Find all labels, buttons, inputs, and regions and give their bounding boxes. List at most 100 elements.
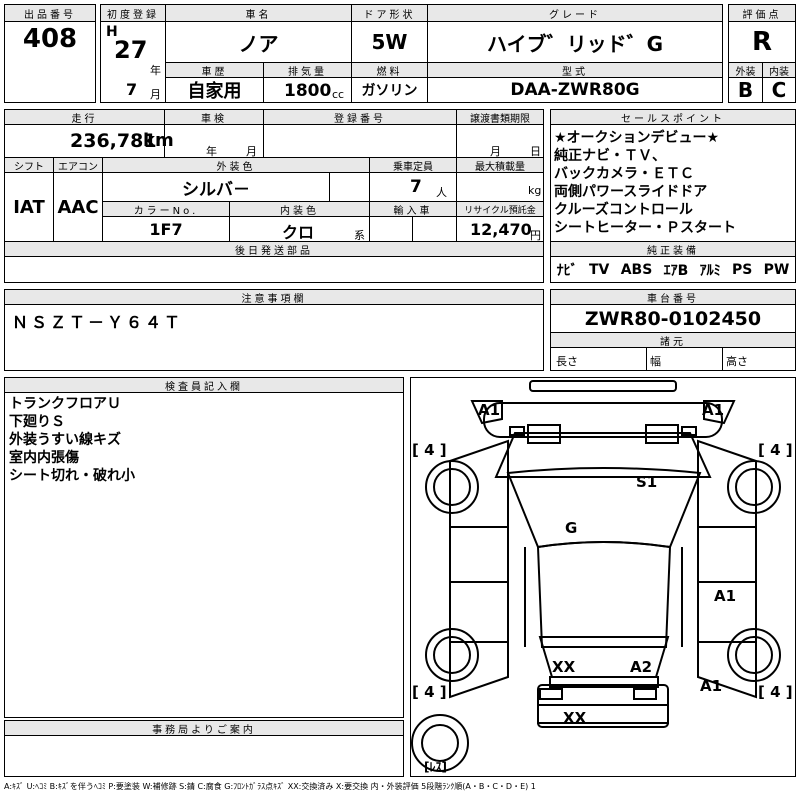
lot-number: 408 [22, 24, 78, 54]
equipment-box: ﾅﾋﾞ TV ABS ｴｱB ｱﾙﾐ PS PW [550, 256, 796, 283]
inspector-label: 検査員記入欄 [4, 377, 404, 393]
reg-year: 27 [114, 36, 148, 64]
damage-mark: S1 [636, 473, 657, 491]
legend: A:ｷｽﾞ U:ﾍｺﾐ B:ｷｽﾞを伴うﾍｺﾐ P:要塗装 W:補修跡 S:錆 … [4, 782, 536, 791]
sales-point-line: クルーズコントロール [554, 202, 693, 218]
height-cell [722, 347, 796, 371]
import-label: 輸入車 [369, 201, 457, 217]
month-unit: 月 [150, 88, 161, 101]
history-label: 車歴 [165, 62, 264, 78]
cc-unit: cc [332, 88, 345, 101]
load-label: 最大積載量 [456, 157, 544, 173]
history: 自家用 [165, 77, 264, 103]
int-grade: C [762, 77, 796, 103]
car-diagram-box [410, 377, 796, 777]
fuel-label: 燃料 [351, 62, 428, 78]
lot-label: 出品番号 [4, 4, 96, 22]
person-unit: 人 [436, 186, 447, 199]
spare-tire [411, 714, 469, 772]
tire-tread-fr: [ 4 ] [758, 441, 793, 459]
inspector-line: シート切れ・破れ小 [9, 468, 135, 484]
tire-tread-fl: [ 4 ] [412, 441, 447, 459]
door-label: ドア形状 [351, 4, 428, 22]
yen-unit: 円 [530, 229, 541, 242]
rear-bumper [537, 704, 669, 724]
import-cell-b [412, 216, 457, 242]
damage-mark: A1 [700, 677, 722, 695]
equipment-item: ｱﾙﾐ [699, 262, 721, 279]
int-color-label: 内装色 [229, 201, 370, 217]
score-label: 評価点 [728, 4, 796, 22]
sales-points-label: セールスポイント [550, 109, 796, 125]
tire-tread-rl: [ 4 ] [412, 683, 447, 701]
inspector-line: 下廻りＳ [9, 414, 65, 430]
sales-point-line: シートヒーター・Ｐスタート [554, 220, 736, 236]
inspector-line: トランクフロアＵ [9, 396, 121, 412]
equipment-item: PS [731, 261, 753, 278]
score: R [728, 21, 796, 63]
office-box [4, 735, 404, 777]
door-type: 5W [351, 21, 428, 63]
fuel: ガソリン [351, 77, 428, 103]
capacity-label: 乗車定員 [369, 157, 457, 173]
sales-point-line: バックカメラ・ＥＴＣ [554, 166, 694, 182]
later-label: 後日発送部品 [4, 241, 544, 257]
headlight-left [527, 424, 561, 444]
width-label: 幅 [650, 355, 661, 368]
transfer-month-unit: 月 [490, 145, 501, 158]
caution-text: ＮＳＺＴ－Ｙ６４Ｔ [12, 313, 184, 332]
first-reg-label: 初度登録 [100, 4, 166, 22]
equipment-item: TV [588, 261, 610, 278]
windshield [506, 467, 702, 549]
ext-color-label: 外装色 [102, 157, 370, 173]
wheel-rear-right [727, 628, 781, 682]
equipment-item: ABS [620, 261, 653, 278]
int-grade-label: 内装 [762, 62, 796, 78]
sales-points-box: ★オークションデビュー★ 純正ナビ・ＴＶ、 バックカメラ・ＥＴＣ 両側パワースラ… [550, 124, 796, 242]
sales-point-line: 両側パワースライドドア [554, 184, 708, 200]
wheel-front-right [727, 460, 781, 514]
wheel-front-left [425, 460, 479, 514]
insp-month-unit: 月 [246, 145, 257, 158]
equipment-item: PW [763, 261, 790, 278]
inspector-line: 室内内張傷 [9, 450, 79, 466]
left-side-body [449, 439, 509, 699]
lot-box [4, 21, 96, 103]
damage-mark: XX [563, 709, 587, 727]
roof [536, 541, 672, 648]
inspector-line: 外装うすい線キズ [9, 432, 121, 448]
int-color: クロ [282, 223, 315, 242]
tail-left [539, 688, 563, 700]
model: DAA-ZWR80G [427, 77, 723, 103]
tail-right [633, 688, 657, 700]
shift-label: シフト [4, 157, 54, 173]
front-left-corner [470, 400, 503, 425]
transfer-label: 譲渡書類期限 [456, 109, 544, 125]
reg-month: 7 [126, 80, 138, 99]
equipment-label: 純正装備 [550, 241, 796, 257]
mirror-left [509, 426, 525, 436]
inspector-box: トランクフロアＵ 下廻りＳ 外装うすい線キズ 室内内張傷 シート切れ・破れ小 [4, 392, 404, 718]
length-label: 長さ [556, 355, 578, 368]
damage-mark: G [565, 519, 577, 537]
damage-mark: A1 [702, 401, 724, 419]
damage-mark: A2 [630, 658, 652, 676]
spec-label: 諸元 [550, 332, 796, 348]
wheel-rear-right-inner [735, 636, 773, 674]
damage-mark: A1 [714, 587, 736, 605]
front-bumper [483, 402, 723, 438]
import-cell-a [369, 216, 413, 242]
recycle: 12,470 [470, 220, 532, 239]
capacity: 7 [410, 177, 422, 197]
height-label: 高さ [726, 355, 748, 368]
model-label: 型式 [427, 62, 723, 78]
displacement-label: 排気量 [263, 62, 352, 78]
ext-grade: B [728, 77, 763, 103]
right-side-body [697, 439, 757, 699]
plate-cell [263, 124, 457, 158]
office-label: 事務局よりご案内 [4, 720, 404, 736]
color-no-label: カラーNo. [102, 201, 230, 217]
caution-label: 注意事項欄 [4, 289, 544, 305]
shift: IAT [4, 172, 54, 242]
wheel-front-left-inner [433, 468, 471, 506]
